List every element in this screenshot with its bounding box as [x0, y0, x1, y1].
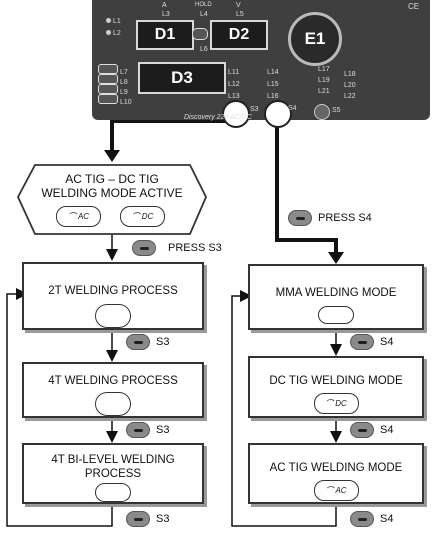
electrode-icon	[318, 306, 354, 324]
box-ac-tig: AC TIG WELDING MODE ⌒AC	[248, 443, 424, 504]
arrowhead-mode	[104, 150, 120, 162]
led-l3: L3	[162, 11, 170, 18]
led-l2: L2	[106, 30, 121, 37]
button-s5-label: S5	[332, 107, 341, 114]
torch-icon: ⌒	[67, 212, 76, 221]
button-token-icon	[350, 422, 374, 438]
torch-icon: ⌒	[131, 212, 140, 221]
display-d3: D3	[138, 62, 226, 94]
button-token-icon	[126, 334, 150, 350]
led-l19: L19	[318, 77, 330, 84]
step-s4-2: S4	[350, 422, 393, 438]
led-l10: L10	[98, 94, 132, 106]
hold-label: HOLD	[195, 2, 212, 8]
led-l18: L18	[344, 71, 356, 78]
press-s3-step: PRESS S3	[132, 240, 222, 256]
led-l9: L9	[98, 84, 128, 96]
button-s4-label: S4	[288, 105, 297, 112]
control-panel: CE A HOLD V L1 L2 L3 L4 L5 L6 D1 D2 E1 D…	[92, 0, 430, 128]
led-l1: L1	[106, 18, 121, 25]
button-s5[interactable]	[314, 104, 330, 120]
led-l14: L14	[267, 69, 279, 76]
led-l6: L6	[200, 46, 208, 53]
button-s3-label: S3	[250, 106, 259, 113]
step-s3-3: S3	[126, 511, 169, 527]
led-l12: L12	[228, 81, 240, 88]
hold-icon	[192, 28, 208, 40]
box-4t-bilevel: 4T BI-LEVEL WELDING PROCESS	[22, 443, 204, 504]
step-s4-3: S4	[350, 511, 393, 527]
step-s4-1: S4	[350, 334, 393, 350]
display-d2: D2	[210, 20, 268, 50]
encoder-e1[interactable]: E1	[288, 12, 342, 66]
button-token-icon	[350, 334, 374, 350]
box-mma: MMA WELDING MODE	[248, 264, 424, 330]
step-s3-2: S3	[126, 422, 169, 438]
connector-s4-to-mma	[275, 112, 338, 252]
led-l4: L4	[200, 11, 208, 18]
led-l16: L16	[267, 93, 279, 100]
step-s3-1: S3	[126, 334, 169, 350]
process-2t-icon	[95, 304, 131, 328]
button-token-icon	[126, 511, 150, 527]
led-l20: L20	[344, 82, 356, 89]
button-token-icon	[126, 422, 150, 438]
mode-hexagon: AC TIG – DC TIG WELDING MODE ACTIVE	[41, 172, 183, 200]
unit-a-label: A	[162, 2, 167, 9]
led-l22: L22	[344, 93, 356, 100]
process-bilevel-icon	[95, 483, 131, 502]
led-l11: L11	[228, 69, 240, 76]
led-l15: L15	[267, 81, 279, 88]
process-4t-icon	[95, 392, 131, 416]
led-l21: L21	[318, 88, 330, 95]
mode-dc-icon: ⌒DC	[313, 393, 359, 414]
arrowhead-mma	[328, 252, 344, 264]
led-l5: L5	[236, 11, 244, 18]
loop-right	[231, 290, 337, 527]
brand-label: Discovery 220 AC/DC	[184, 114, 252, 121]
button-s3[interactable]	[222, 100, 250, 128]
press-s4-step: PRESS S4	[288, 210, 372, 226]
box-2t: 2T WELDING PROCESS	[22, 262, 204, 330]
button-token-icon	[132, 240, 156, 256]
box-dc-tig: DC TIG WELDING MODE ⌒DC	[248, 356, 424, 418]
led-l13: L13	[228, 93, 240, 100]
box-4t: 4T WELDING PROCESS	[22, 362, 204, 418]
button-s4[interactable]	[264, 100, 292, 128]
hex-mode-dc: ⌒DC	[120, 206, 165, 227]
led-l8: L8	[98, 74, 128, 86]
unit-v-label: V	[236, 2, 241, 9]
led-l17: L17	[318, 66, 330, 73]
led-l7: L7	[98, 64, 128, 76]
display-d1: D1	[136, 20, 194, 50]
ce-mark: CE	[408, 2, 420, 11]
hex-mode-ac: ⌒AC	[56, 206, 101, 227]
loop-left	[6, 288, 113, 527]
button-token-icon	[350, 511, 374, 527]
button-token-icon	[288, 210, 312, 226]
mode-ac-icon: ⌒AC	[313, 480, 359, 501]
